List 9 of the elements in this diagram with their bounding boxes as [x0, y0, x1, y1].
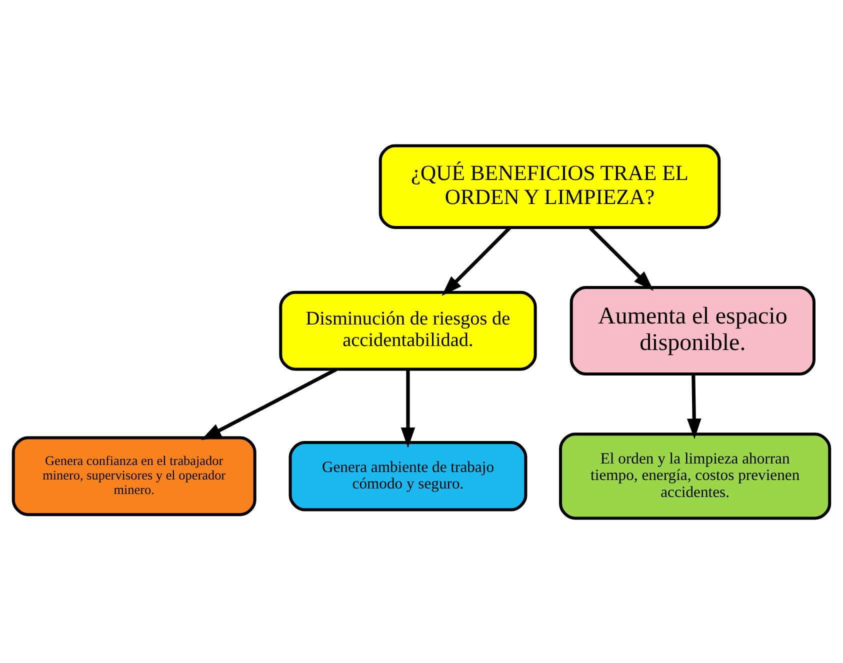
node-box: Genera confianza en el trabajador minero, supervisores y el operador minero. — [12, 436, 256, 516]
node-box: ¿QUÉ BENEFICIOS TRAE EL ORDEN Y LIMPIEZA? — [378, 144, 721, 228]
arrow — [686, 374, 702, 439]
arrow — [400, 369, 416, 448]
node-box: Genera ambiente de trabajo cómodo y seguro. — [288, 440, 528, 511]
node-box: El orden y la limpieza ahorran tiempo, energía, costos previenen accidentes. — [559, 432, 832, 520]
arrow — [200, 367, 338, 440]
node-box: Disminución de riesgos de accidentabilidad. — [279, 290, 537, 370]
node-box: Aumenta el espacio disponible. — [570, 286, 816, 376]
